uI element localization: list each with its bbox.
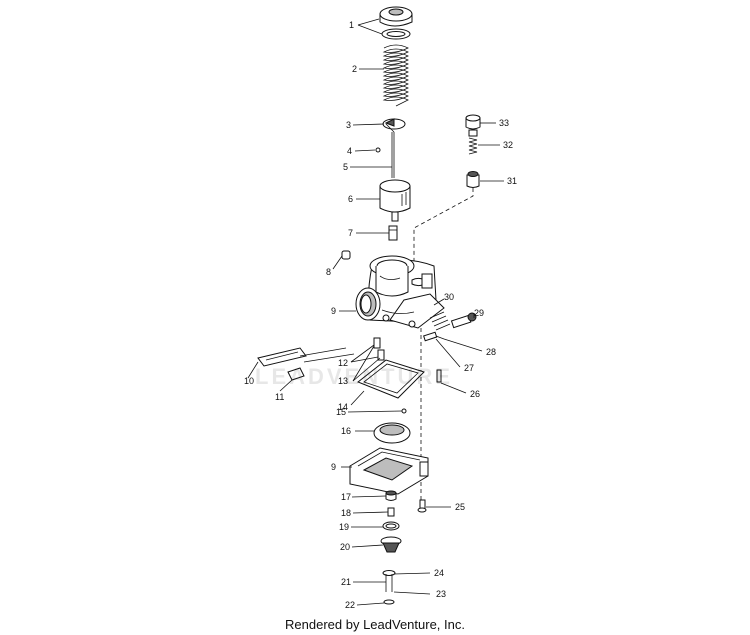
label-26: 26: [470, 389, 480, 399]
label-7: 7: [348, 228, 353, 238]
float-bowl: [349, 447, 429, 495]
carburetor-body: [355, 255, 445, 329]
part-number-labels: 1 2 3 4 5 6 7 8 9 10 11 12 13 14 15 16 9…: [244, 20, 517, 610]
label-21: 21: [341, 577, 351, 587]
adjuster-knob: [380, 536, 402, 553]
label-9-body: 9: [331, 306, 336, 316]
drain-screw: [385, 490, 397, 501]
label-8: 8: [326, 267, 331, 277]
needle-clip: [375, 147, 381, 153]
label-9-bowl: 9: [331, 462, 336, 472]
long-screw: [382, 570, 396, 605]
label-32: 32: [503, 140, 513, 150]
float-and-pin: [257, 347, 355, 381]
label-14: 14: [338, 402, 348, 412]
throttle-spring: [382, 44, 409, 107]
label-13: 13: [338, 376, 348, 386]
carburetor-cap: [379, 6, 413, 40]
label-27: 27: [464, 363, 474, 373]
label-19: 19: [339, 522, 349, 532]
label-10: 10: [244, 376, 254, 386]
label-17: 17: [341, 492, 351, 502]
watermark: LEADVENTURE: [255, 364, 454, 389]
label-29: 29: [474, 308, 484, 318]
float-bowl-gasket: [357, 359, 425, 399]
label-1: 1: [349, 20, 354, 30]
label-12: 12: [338, 358, 348, 368]
label-4: 4: [347, 146, 352, 156]
float-valve: [373, 422, 411, 444]
label-6: 6: [348, 194, 353, 204]
label-22: 22: [345, 600, 355, 610]
label-5: 5: [343, 162, 348, 172]
leader-lines: [247, 18, 504, 606]
footer-credit: Rendered by LeadVenture, Inc.: [285, 617, 465, 632]
label-23: 23: [436, 589, 446, 599]
label-2: 2: [352, 64, 357, 74]
label-24: 24: [434, 568, 444, 578]
label-16: 16: [341, 426, 351, 436]
float-pin-clip: [401, 408, 407, 414]
cable-adjuster-assembly: [465, 114, 481, 188]
o-ring-large: [382, 521, 400, 531]
label-11: 11: [275, 392, 284, 402]
drain-plug: [341, 250, 351, 260]
pilot-jet-and-main-jet: [373, 337, 385, 361]
bowl-screw: [417, 499, 427, 513]
label-15: 15: [336, 407, 346, 417]
o-ring-small: [387, 507, 395, 517]
jet-needle: [385, 123, 395, 178]
label-25: 25: [455, 502, 465, 512]
label-31: 31: [507, 176, 517, 186]
throttle-slide: [379, 179, 411, 222]
label-20: 20: [340, 542, 350, 552]
needle-jet: [388, 225, 398, 241]
label-18: 18: [341, 508, 351, 518]
label-30: 30: [444, 292, 454, 302]
label-33: 33: [499, 118, 509, 128]
label-3: 3: [346, 120, 351, 130]
label-28: 28: [486, 347, 496, 357]
